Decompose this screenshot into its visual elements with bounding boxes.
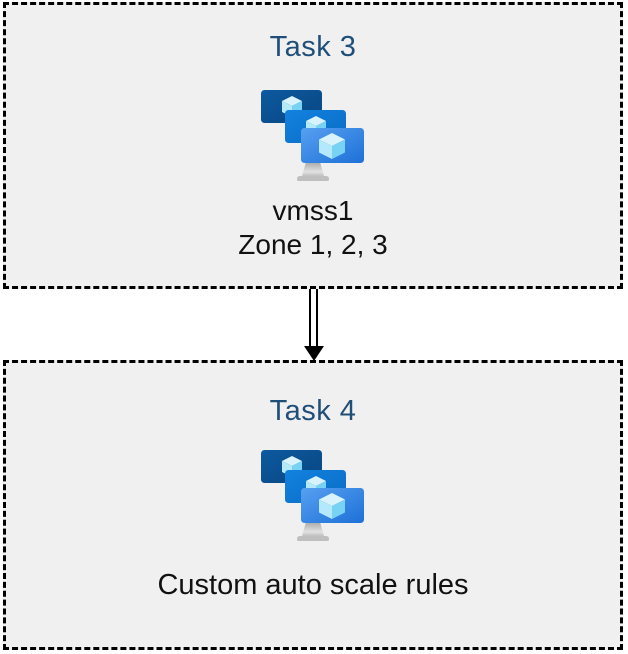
- task3-box: Task 3 vmss1 Zone 1, 2, 3: [3, 2, 623, 289]
- task3-title: Task 3: [269, 31, 357, 63]
- vm-scale-sets-icon: [260, 89, 366, 184]
- vm-scale-sets-icon: [260, 449, 366, 544]
- task4-box: Task 4 Custom auto scale rules: [3, 360, 623, 650]
- arrow-head-icon: [304, 346, 324, 361]
- task3-caption: vmss1 Zone 1, 2, 3: [238, 194, 387, 262]
- zones-label: Zone 1, 2, 3: [238, 229, 388, 260]
- autoscale-rules-label: Custom auto scale rules: [157, 569, 469, 601]
- vmss-name-label: vmss1: [272, 195, 354, 226]
- task4-title: Task 4: [269, 395, 357, 427]
- task4-caption: Custom auto scale rules: [157, 568, 468, 602]
- arrow-shaft: [309, 289, 318, 347]
